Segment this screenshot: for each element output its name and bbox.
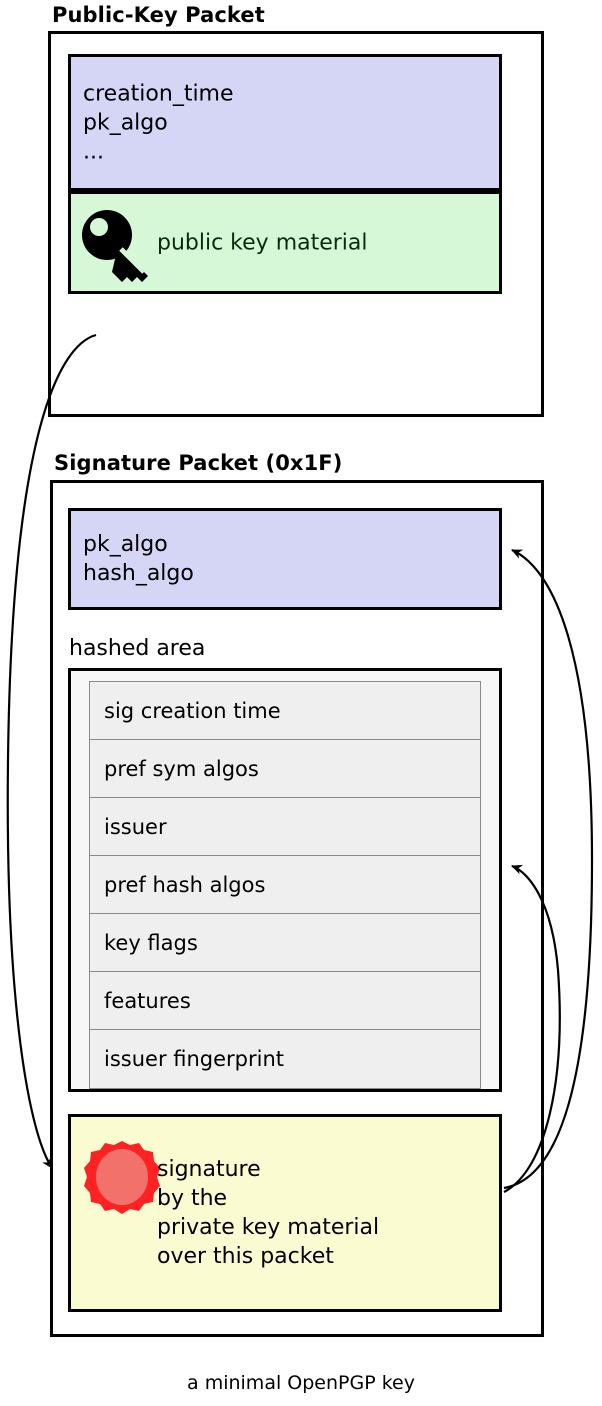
list-item: issuer — [90, 798, 480, 856]
list-item: issuer fingerprint — [104, 1047, 285, 1071]
signature-header-text: pk_algo hash_algo — [83, 532, 194, 586]
public-key-header-text: creation_time pk_algo ... — [83, 81, 234, 164]
list-item: pref sym algos — [90, 740, 480, 798]
public-key-material-box: public key material — [68, 191, 502, 294]
hashed-subpacket-list: sig creation time pref sym algos issuer … — [89, 681, 481, 1089]
list-item: pref hash algos — [90, 856, 480, 914]
public-key-material-label: public key material — [157, 230, 368, 255]
signature-header-fields: pk_algo hash_algo — [68, 508, 502, 610]
signature-value-text: signature by the private key material ov… — [157, 1157, 380, 1269]
list-item: features — [90, 972, 480, 1030]
key-icon — [82, 210, 148, 282]
list-item: key flags — [90, 914, 480, 972]
diagram-caption: a minimal OpenPGP key — [187, 1372, 415, 1394]
public-key-packet-title: Public-Key Packet — [52, 3, 265, 27]
hashed-area-box: sig creation time pref sym algos issuer … — [68, 668, 502, 1092]
list-item: sig creation time — [90, 682, 480, 740]
signature-value-box: signature by the private key material ov… — [68, 1114, 502, 1312]
public-key-header-fields: creation_time pk_algo ... — [68, 54, 502, 191]
hashed-area-label: hashed area — [69, 636, 206, 661]
wax-seal-icon — [84, 1141, 160, 1214]
signature-packet-title: Signature Packet (0x1F) — [54, 451, 343, 475]
